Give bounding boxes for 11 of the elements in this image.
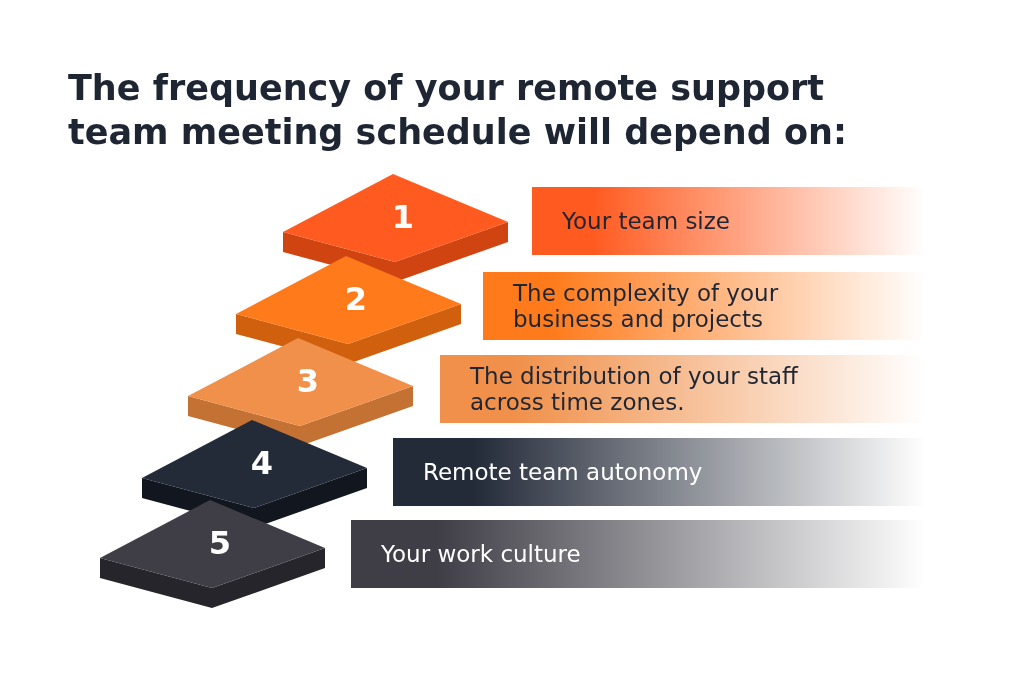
step-number: 5 <box>208 524 232 562</box>
banner-text: The complexity of your business and projects <box>513 280 780 332</box>
banner-text: Your work culture <box>381 541 581 567</box>
banner-text: Remote team autonomy <box>423 459 703 485</box>
banner-text: The distribution of your staff across time zones. <box>470 363 800 415</box>
step-number: 3 <box>296 362 320 400</box>
heading: The frequency of your remote support team meeting schedule will depend on: <box>68 67 848 154</box>
step-number: 4 <box>250 444 274 482</box>
step-number: 1 <box>391 198 415 236</box>
step-number: 2 <box>344 280 368 318</box>
banner-text: Your team size <box>562 208 730 234</box>
